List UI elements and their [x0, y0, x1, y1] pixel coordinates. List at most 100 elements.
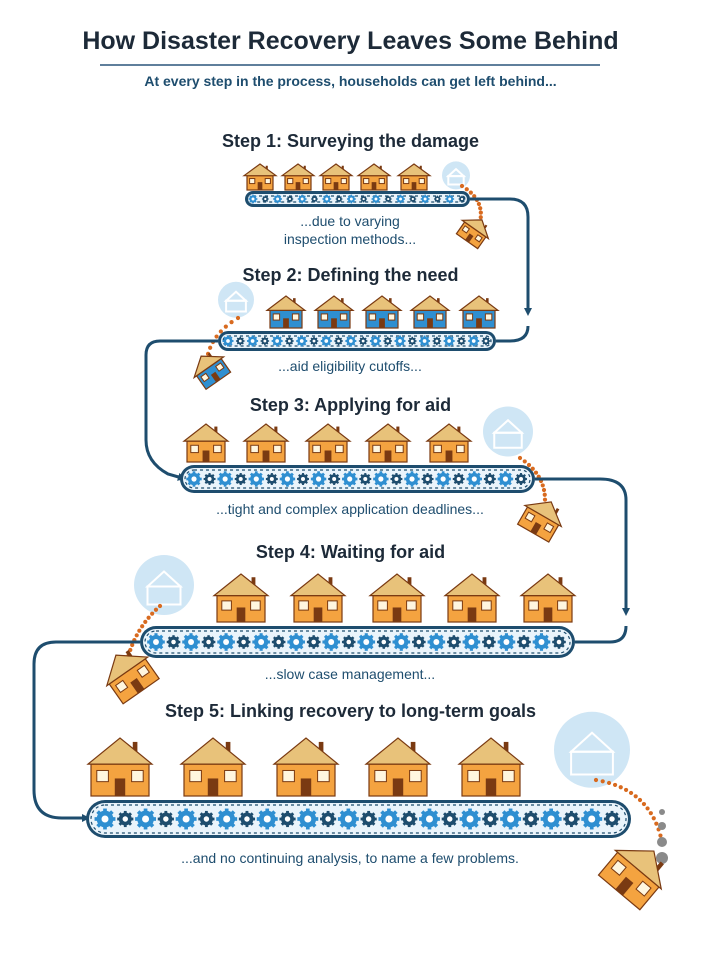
- gear-icon: [322, 633, 341, 651]
- step-5-title: Step 5: Linking recovery to long-term go…: [164, 701, 537, 721]
- step-3-house-1: [182, 423, 230, 463]
- gear-icon: [435, 471, 451, 487]
- step-4-house-5: [519, 573, 577, 623]
- step-4-belt: [140, 626, 575, 658]
- step-1-house-3: [318, 163, 354, 191]
- step-2-flow-arrow: [144, 325, 530, 478]
- gear-icon: [94, 808, 116, 830]
- step-1-belt: [245, 191, 470, 207]
- step-4-flow-arrow: [32, 625, 628, 818]
- gear-icon: [359, 473, 372, 485]
- step-4-title: Step 4: Waiting for aid: [255, 542, 446, 562]
- gear-icon: [383, 336, 392, 346]
- step-4-house-2: [289, 573, 347, 623]
- gear-icon: [311, 195, 318, 203]
- step-3-house-3: [304, 423, 352, 463]
- step-3-title: Step 3: Applying for aid: [249, 395, 452, 415]
- gear-icon: [252, 633, 270, 651]
- gear-icon: [378, 808, 400, 830]
- step-1-ghost-house: [442, 161, 470, 190]
- step-3-belt: [180, 465, 535, 493]
- gear-icon: [236, 336, 245, 346]
- gear-icon: [337, 808, 359, 830]
- step-5-house-2: [179, 737, 247, 797]
- gear-icon: [217, 471, 233, 487]
- gear-icon: [157, 810, 174, 828]
- gear-icon: [394, 335, 406, 347]
- gear-icon: [345, 335, 357, 347]
- gear-icon: [175, 808, 197, 830]
- gear-icon: [322, 194, 332, 204]
- gear-icon: [581, 808, 603, 830]
- gear-icon: [273, 194, 282, 204]
- gear-icon: [360, 195, 368, 203]
- step-5-house-5: [457, 737, 525, 797]
- step-5-house-3: [272, 737, 340, 797]
- gear-icon: [248, 194, 258, 204]
- gear-icon: [238, 810, 256, 828]
- gear-icon: [306, 635, 321, 649]
- step-2-house-5: [458, 295, 500, 329]
- step-2-ghost-house: [218, 281, 254, 318]
- gear-icon: [335, 195, 343, 203]
- step-1-fallen-house: [455, 219, 490, 250]
- gear-icon: [373, 471, 389, 487]
- step-4-house-1: [212, 573, 270, 623]
- gear-icon: [552, 635, 566, 649]
- gear-icon: [412, 635, 426, 649]
- gear-icon: [360, 810, 377, 828]
- gear-icon: [447, 635, 461, 649]
- step-3-house-5: [425, 423, 473, 463]
- gear-icon: [186, 471, 202, 487]
- gear-icon: [468, 335, 480, 347]
- step-3-ghost-house: [483, 406, 533, 457]
- step-5-caption: ...and no continuing analysis, to name a…: [181, 850, 519, 866]
- step-3-house-2: [242, 423, 290, 463]
- step-2-house-4: [409, 295, 451, 329]
- gear-icon: [279, 471, 296, 487]
- gear-icon: [341, 635, 356, 649]
- gear-icon: [404, 471, 420, 487]
- step-1-house-5: [396, 163, 432, 191]
- gear-icon: [392, 633, 411, 651]
- step-4-fallen-house: [105, 650, 160, 705]
- gear-icon: [261, 195, 269, 203]
- step-3-flow-arrow: [535, 477, 630, 616]
- step-2-caption: ...aid eligibility cutoffs...: [278, 358, 422, 374]
- gear-icon: [297, 473, 309, 485]
- gear-icon: [532, 633, 551, 651]
- gear-icon: [603, 810, 621, 828]
- gear-icon: [334, 336, 343, 346]
- step-3-fallen-house: [516, 501, 563, 543]
- gear-icon: [445, 194, 455, 204]
- gear-icon: [271, 635, 286, 649]
- gear-icon: [481, 336, 491, 346]
- gear-icon: [408, 336, 417, 346]
- gear-icon: [260, 336, 270, 346]
- gear-icon: [457, 336, 466, 346]
- step-4-ghost-house: [134, 555, 194, 615]
- gear-icon: [419, 335, 431, 347]
- gear-icon: [466, 471, 482, 487]
- gear-icon: [256, 808, 278, 830]
- gear-icon: [201, 635, 216, 649]
- gear-icon: [427, 633, 446, 651]
- step-1-house-2: [280, 163, 316, 191]
- gear-icon: [452, 473, 465, 485]
- gear-icon: [216, 808, 238, 830]
- step-2-title: Step 2: Defining the need: [242, 265, 459, 285]
- gear-icon: [248, 471, 264, 487]
- gear-icon: [287, 633, 305, 651]
- gear-icon: [198, 810, 215, 828]
- gear-icon: [390, 473, 403, 485]
- gear-icon: [421, 473, 434, 485]
- gear-icon: [234, 473, 247, 485]
- gear-icon: [217, 633, 235, 651]
- gear-icon: [247, 335, 259, 347]
- gear-icon: [432, 336, 442, 346]
- step-1-caption-line-1: ...due to varying: [300, 213, 400, 229]
- step-3-caption: ...tight and complex application deadlin…: [216, 501, 484, 517]
- gear-icon: [376, 635, 391, 649]
- gear-icon: [346, 194, 356, 204]
